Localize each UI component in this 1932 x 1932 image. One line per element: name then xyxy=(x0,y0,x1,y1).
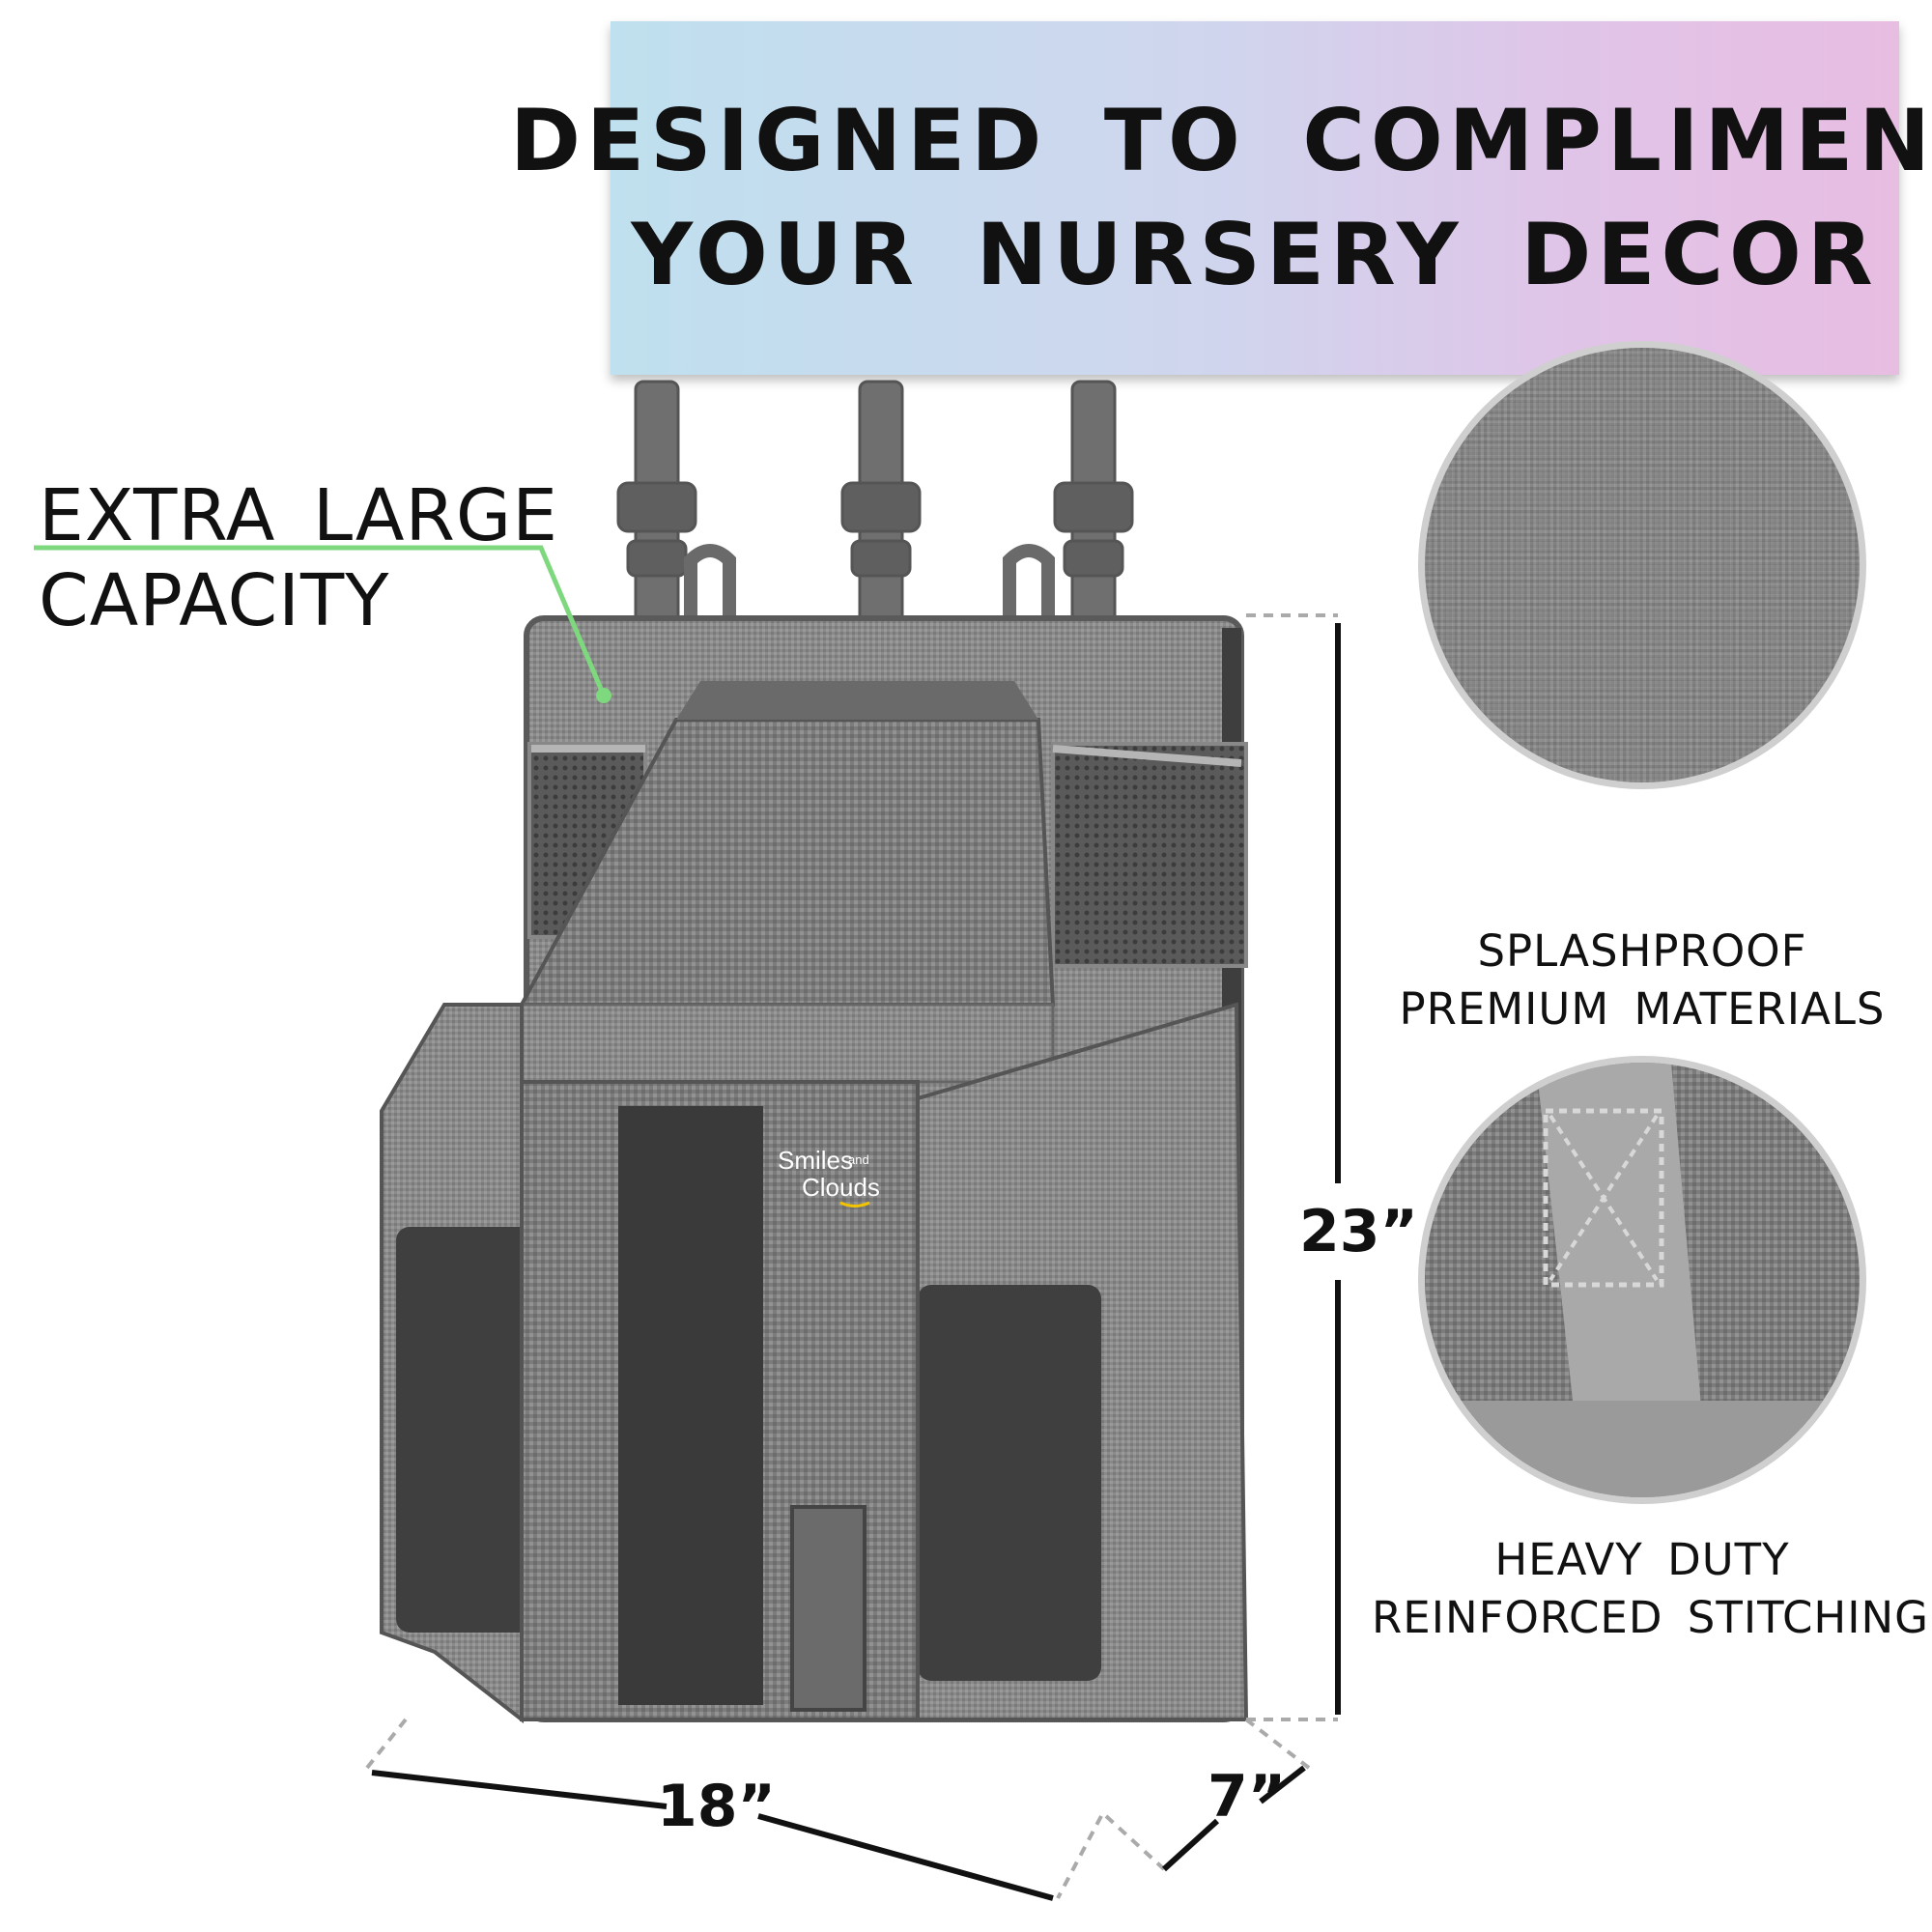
hanging-straps xyxy=(616,380,1134,625)
height-dimension xyxy=(1246,613,1341,1721)
feature-caption-stitching: HEAVY DUTY REINFORCED STITCHING xyxy=(1372,1531,1930,1647)
center-compartment xyxy=(518,681,1056,1084)
brand-logo-small: and xyxy=(848,1152,869,1167)
headline-line-1: DESIGNED TO COMPLIMENT xyxy=(509,91,1932,190)
feature-materials-line-2: PREMIUM MATERIALS xyxy=(1399,983,1886,1035)
left-side-pocket xyxy=(380,1003,541,1724)
width-label: 18” xyxy=(657,1773,776,1840)
capacity-callout: EXTRA LARGE CAPACITY xyxy=(39,473,558,643)
feature-stitching-line-1: HEAVY DUTY xyxy=(1494,1534,1790,1585)
capacity-callout-line-1: EXTRA LARGE xyxy=(39,474,558,557)
brand-logo-line-1: Smiles xyxy=(778,1146,853,1175)
callout-dot xyxy=(596,688,611,703)
fabric-swatch-icon xyxy=(1418,341,1866,789)
depth-dimension xyxy=(1104,1718,1311,1872)
depth-label: 7” xyxy=(1208,1763,1287,1831)
feature-caption-materials: SPLASHPROOF PREMIUM MATERIALS xyxy=(1372,923,1913,1038)
callout-leader-line xyxy=(34,545,607,696)
feature-stitching-line-2: REINFORCED STITCHING xyxy=(1372,1592,1930,1643)
headline-banner: DESIGNED TO COMPLIMENT YOUR NURSERY DECO… xyxy=(510,21,1932,375)
height-label: 23” xyxy=(1299,1198,1418,1265)
headline-line-2: YOUR NURSERY DECOR xyxy=(631,205,1879,304)
center-front-column xyxy=(520,1080,920,1721)
stitching-swatch-icon xyxy=(1418,1056,1866,1504)
feature-materials-line-1: SPLASHPROOF xyxy=(1477,925,1807,977)
right-side-pocket xyxy=(905,1002,1249,1721)
capacity-callout-line-2: CAPACITY xyxy=(39,559,390,642)
brand-logo-line-2: Clouds xyxy=(802,1173,880,1202)
width-dimension xyxy=(365,1718,1103,1901)
